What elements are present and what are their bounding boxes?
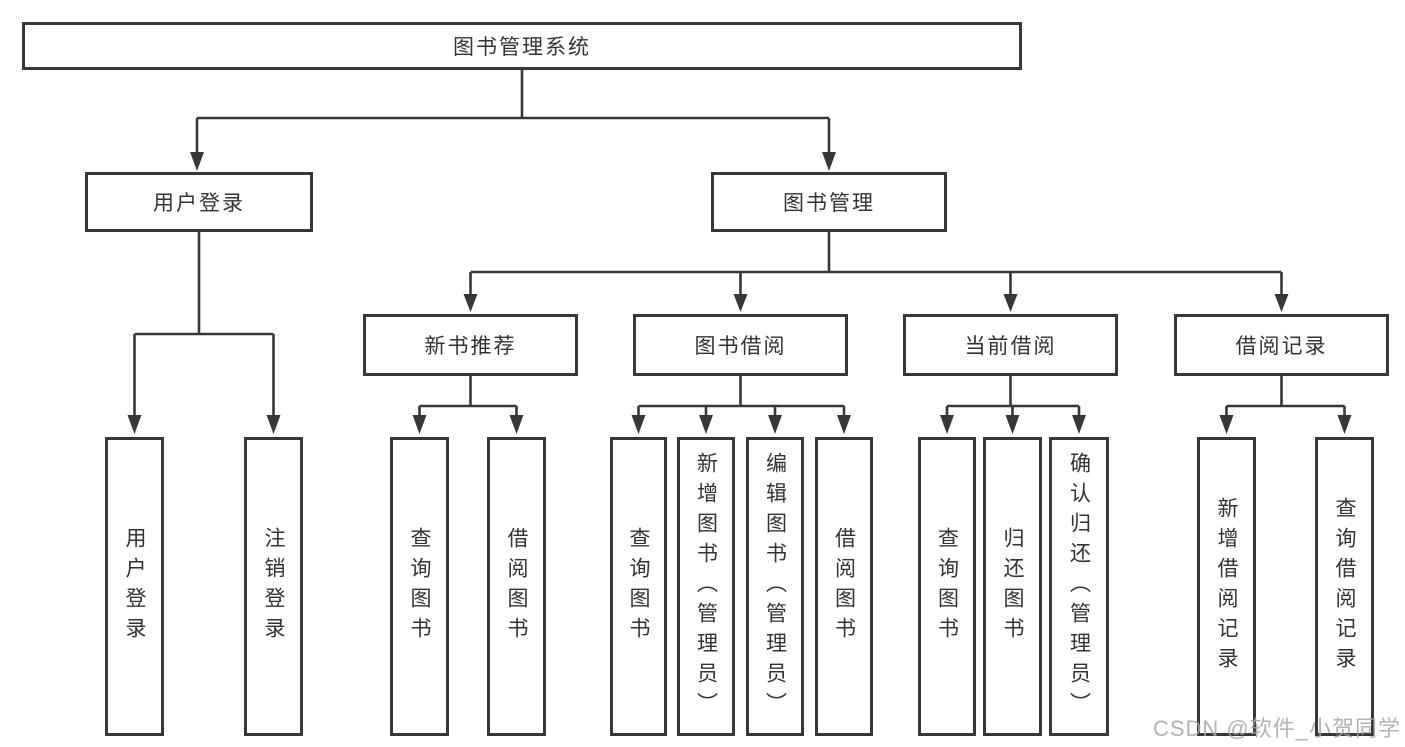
leaf-query-borrow-record: 查询借阅记录 — [1315, 437, 1374, 736]
leaf-user-login: 用户登录 — [105, 437, 164, 736]
connector-book-management — [469, 232, 1283, 295]
connector-book-borrow — [637, 376, 846, 416]
connector-new-book — [418, 376, 518, 416]
node-current-borrow: 当前借阅 — [903, 314, 1118, 376]
csdn-watermark: CSDN @软件_小贺同学 — [1152, 716, 1401, 741]
leaf-edit-books-admin: 编辑图书（管理员） — [746, 437, 804, 736]
connector-current-borrow — [945, 376, 1081, 416]
leaf-add-borrow-record: 新增借阅记录 — [1197, 437, 1256, 736]
leaf-borrow-books-recommend: 借阅图书 — [487, 437, 546, 736]
leaf-query-books-recommend: 查询图书 — [390, 437, 449, 736]
connector-borrow-records — [1225, 376, 1346, 416]
connector-root — [195, 70, 831, 153]
node-book-management: 图书管理 — [711, 172, 947, 232]
leaf-borrow-books: 借阅图书 — [815, 437, 873, 736]
leaf-add-books-admin: 新增图书（管理员） — [677, 437, 735, 736]
node-borrow-records: 借阅记录 — [1174, 314, 1389, 376]
node-new-book-recommend: 新书推荐 — [363, 314, 578, 376]
leaf-query-books-current: 查询图书 — [918, 437, 976, 736]
node-book-borrow: 图书借阅 — [633, 314, 848, 376]
leaf-logout-login: 注销登录 — [244, 437, 303, 736]
leaf-query-books-borrow: 查询图书 — [610, 437, 667, 736]
leaf-return-books: 归还图书 — [983, 437, 1042, 736]
node-root: 图书管理系统 — [22, 22, 1022, 70]
leaf-confirm-return-admin: 确认归还（管理员） — [1049, 437, 1109, 736]
connector-user-login — [133, 232, 275, 416]
node-user-login: 用户登录 — [85, 172, 313, 232]
